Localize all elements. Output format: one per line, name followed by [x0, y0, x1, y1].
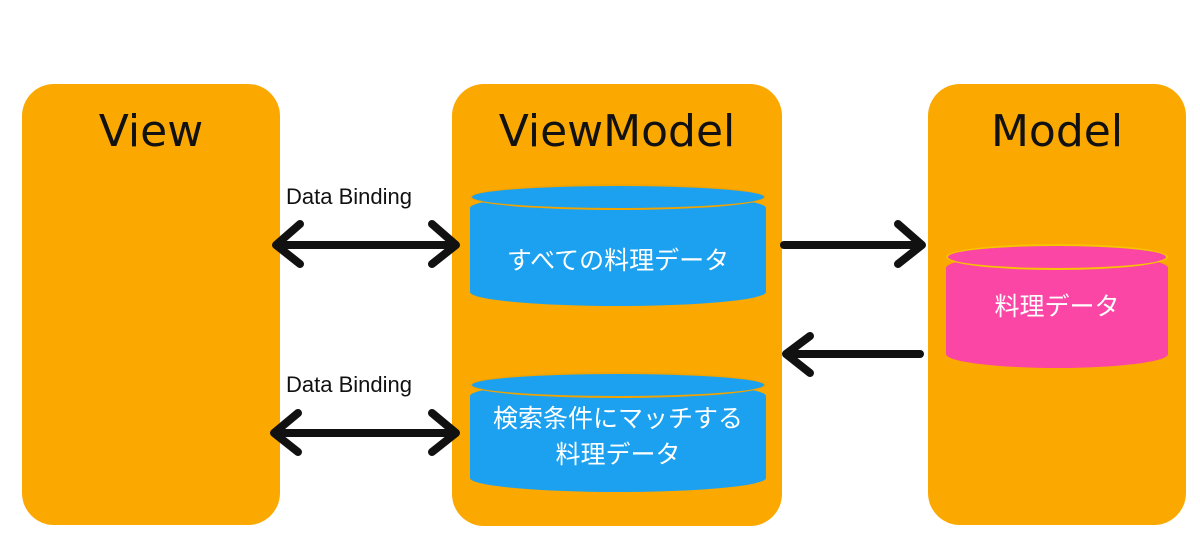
all-data-cylinder: すべての料理データ	[470, 184, 766, 306]
double-arrow-bottom	[270, 409, 460, 456]
filtered-data-label-line1: 検索条件にマッチする	[492, 404, 743, 433]
data-binding-label-bottom: Data Binding	[286, 372, 412, 397]
arrow-to-viewmodel	[782, 332, 924, 377]
model-title: Model	[990, 106, 1124, 157]
all-data-label: すべての料理データ	[506, 246, 730, 275]
model-data-cylinder: 料理データ	[946, 244, 1168, 368]
arrow-to-model	[780, 220, 926, 268]
viewmodel-title: ViewModel	[498, 106, 736, 157]
data-binding-label-top: Data Binding	[286, 184, 412, 209]
view-title: View	[98, 106, 204, 157]
model-data-label: 料理データ	[994, 292, 1120, 321]
filtered-data-label-line2: 料理データ	[555, 440, 681, 469]
viewmodel-box: ViewModel すべての料理データ 検索条件にマッチする 料理データ	[452, 84, 782, 526]
filtered-data-cylinder: 検索条件にマッチする 料理データ	[470, 372, 766, 492]
view-box: View	[22, 84, 280, 525]
model-box: Model 料理データ	[928, 84, 1186, 525]
double-arrow-top	[272, 220, 460, 268]
